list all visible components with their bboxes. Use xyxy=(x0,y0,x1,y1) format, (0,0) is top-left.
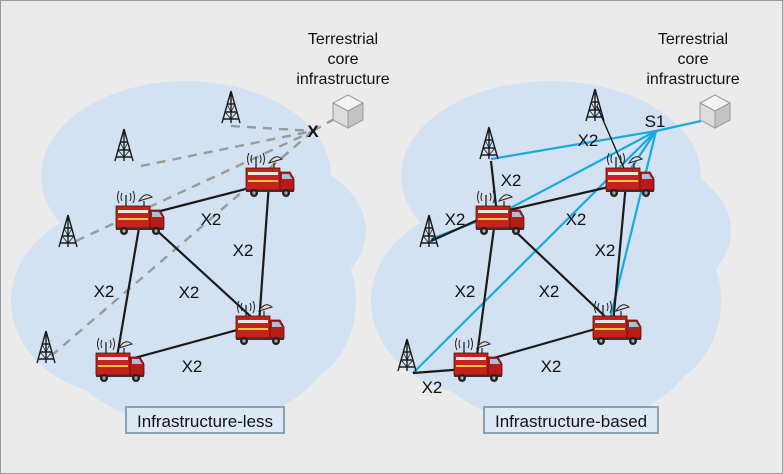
svg-text:infrastructure: infrastructure xyxy=(646,71,739,88)
svg-text:core: core xyxy=(677,51,708,68)
left-blocked-links xyxy=(50,124,314,357)
right-x2-label-bottom: X2 xyxy=(541,357,562,376)
s1-interface-label: S1 xyxy=(645,112,666,131)
right-core-label: Terrestrial core infrastructure xyxy=(646,31,739,88)
left-core-server-icon xyxy=(332,94,364,129)
left-x2-label-bottom: X2 xyxy=(182,357,203,376)
left-x2-label-left: X2 xyxy=(94,282,115,301)
right-x2-label-diagonal: X2 xyxy=(539,282,560,301)
svg-text:infrastructure: infrastructure xyxy=(296,71,389,88)
infrastructure-based-caption: Infrastructure-based xyxy=(483,406,660,434)
right-x2-label-antenna3: X2 xyxy=(445,210,466,229)
right-x2-label-antenna1: X2 xyxy=(578,131,599,150)
left-core-uplink xyxy=(312,116,337,133)
right-x2-label-top: X2 xyxy=(566,210,587,229)
svg-text:core: core xyxy=(327,51,358,68)
left-core-label: Terrestrial core infrastructure xyxy=(296,31,389,88)
left-x2-label-diagonal: X2 xyxy=(179,283,200,302)
infrastructure-less-caption: Infrastructure-less xyxy=(125,406,286,434)
right-x2-label-antenna4: X2 xyxy=(422,378,443,397)
left-x2-label-right: X2 xyxy=(233,241,254,260)
right-x2-label-antenna2: X2 xyxy=(501,171,522,190)
left-x2-label-top: X2 xyxy=(201,210,222,229)
right-core-server-icon xyxy=(699,94,731,129)
svg-text:Terrestrial: Terrestrial xyxy=(308,31,378,48)
right-x2-label-left: X2 xyxy=(455,282,476,301)
right-x2-label-right: X2 xyxy=(595,241,616,260)
blocked-link-marker: X xyxy=(307,122,319,141)
svg-text:Terrestrial: Terrestrial xyxy=(658,31,728,48)
